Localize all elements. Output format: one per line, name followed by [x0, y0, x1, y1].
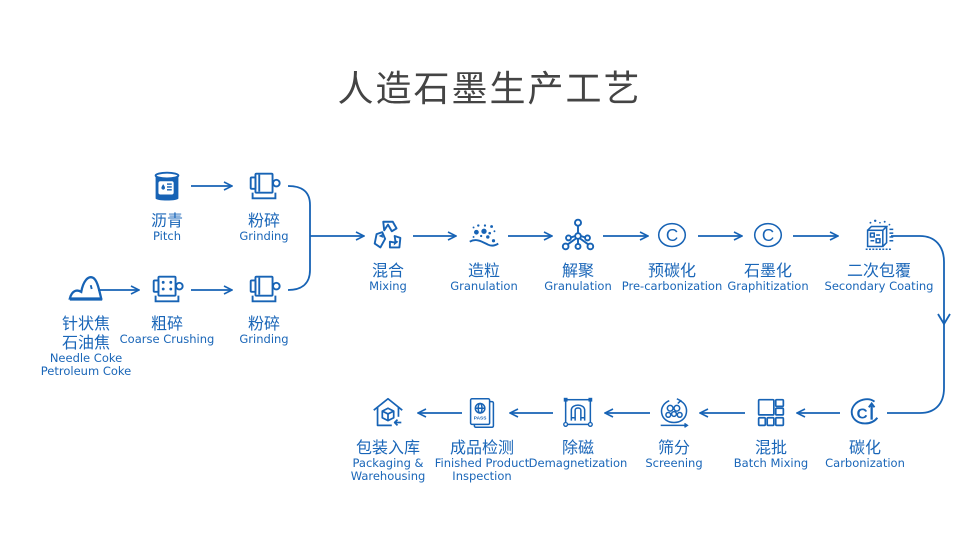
node-graphitization: C 石墨化 Graphitization	[708, 217, 828, 293]
node-demagnetization: 除磁 Demagnetization	[519, 394, 637, 470]
label-zh-2: 石油焦	[61, 333, 110, 352]
warehouse-icon	[373, 397, 403, 427]
label-zh: 碳化	[848, 438, 881, 457]
svg-text:C: C	[666, 226, 678, 245]
label-zh: 二次包覆	[846, 261, 911, 280]
molecule-icon	[561, 218, 595, 251]
particles-icon	[469, 224, 499, 247]
node-carbonization: C 碳化 Carbonization	[805, 394, 925, 470]
passport-icon: PASS	[469, 397, 495, 429]
node-batch-mixing: 混批 Batch Mixing	[711, 394, 831, 470]
page-title: 人造石墨生产工艺	[337, 69, 642, 110]
svg-text:C: C	[857, 406, 868, 423]
label-en: Pitch	[153, 229, 181, 243]
label-zh: 筛分	[657, 438, 690, 457]
label-zh: 粗碎	[150, 314, 183, 333]
merge-curve	[287, 185, 311, 291]
node-deagglomeration: 解聚 Granulation	[518, 217, 638, 293]
label-en: Granulation	[450, 279, 518, 293]
label-en: Screening	[645, 456, 703, 470]
label-zh: 混合	[371, 261, 404, 280]
label-zh: 沥青	[150, 211, 183, 230]
node-coarse-crushing: 粗碎 Coarse Crushing	[107, 270, 227, 346]
node-secondary-coating: 二次包覆 Secondary Coating	[805, 217, 953, 293]
label-en: Granulation	[544, 279, 612, 293]
label-en: Finished Product	[434, 456, 530, 470]
label-en: Packaging &	[352, 456, 424, 470]
label-zh: 包装入库	[355, 438, 420, 457]
label-en-2: Warehousing	[350, 469, 426, 483]
node-granulation: 造粒 Granulation	[424, 217, 544, 293]
label-en: Grinding	[239, 229, 289, 243]
node-needle-petroleum-coke: 针状焦 石油焦 Needle Coke Petroleum Coke	[26, 270, 146, 378]
label-en: Graphitization	[727, 279, 809, 293]
label-en: Grinding	[239, 332, 289, 346]
mill-icon	[249, 172, 281, 200]
label-zh: 除磁	[561, 438, 594, 457]
svg-text:C: C	[762, 226, 774, 245]
mill-icon	[249, 275, 281, 303]
node-packaging-warehousing: 包装入库 Packaging & Warehousing	[328, 394, 448, 483]
carbon-ct-icon: C	[850, 398, 879, 425]
label-en: Coarse Crushing	[119, 332, 215, 346]
label-zh: 预碳化	[647, 261, 696, 280]
label-en: Pre-carbonization	[621, 279, 723, 293]
recycle-icon	[373, 220, 402, 249]
node-pitch: 沥青 Pitch	[107, 167, 227, 243]
barrel-icon	[154, 171, 180, 201]
label-en-2: Petroleum Coke	[40, 364, 132, 378]
crusher-icon	[152, 275, 184, 303]
grid-blocks-icon	[757, 398, 785, 427]
sieve-icon	[660, 398, 689, 428]
label-zh: 粉碎	[247, 211, 280, 230]
node-grinding-2: 粉碎 Grinding	[204, 270, 324, 346]
node-finished-product-inspection: PASS 成品检测 Finished Product Inspection	[422, 394, 542, 483]
node-pre-carbonization: C 预碳化 Pre-carbonization	[612, 217, 732, 293]
carbon-c-icon: C	[753, 222, 783, 248]
node-mixing: 混合 Mixing	[328, 217, 448, 293]
label-zh: 针状焦	[61, 314, 110, 333]
label-en: Secondary Coating	[824, 279, 934, 293]
label-en: Batch Mixing	[733, 456, 809, 470]
label-en: Needle Coke	[49, 351, 123, 365]
label-zh: 成品检测	[449, 438, 514, 457]
label-zh: 混批	[754, 438, 787, 457]
label-en: Carbonization	[825, 456, 905, 470]
down-arrowhead	[937, 313, 951, 326]
magnet-icon	[563, 397, 593, 427]
label-en: Mixing	[369, 279, 407, 293]
carbon-c-icon: C	[657, 222, 687, 248]
svg-text:PASS: PASS	[474, 416, 487, 422]
label-zh: 石墨化	[743, 261, 792, 280]
label-zh: 粉碎	[247, 314, 280, 333]
label-zh: 造粒	[467, 261, 500, 280]
node-screening: 筛分 Screening	[614, 394, 734, 470]
mountain-pile-icon	[68, 276, 103, 301]
furnace-icon	[865, 219, 894, 251]
label-en-2: Inspection	[452, 469, 512, 483]
label-en: Demagnetization	[528, 456, 628, 470]
label-zh: 解聚	[561, 261, 594, 280]
node-grinding-1: 粉碎 Grinding	[204, 167, 324, 243]
